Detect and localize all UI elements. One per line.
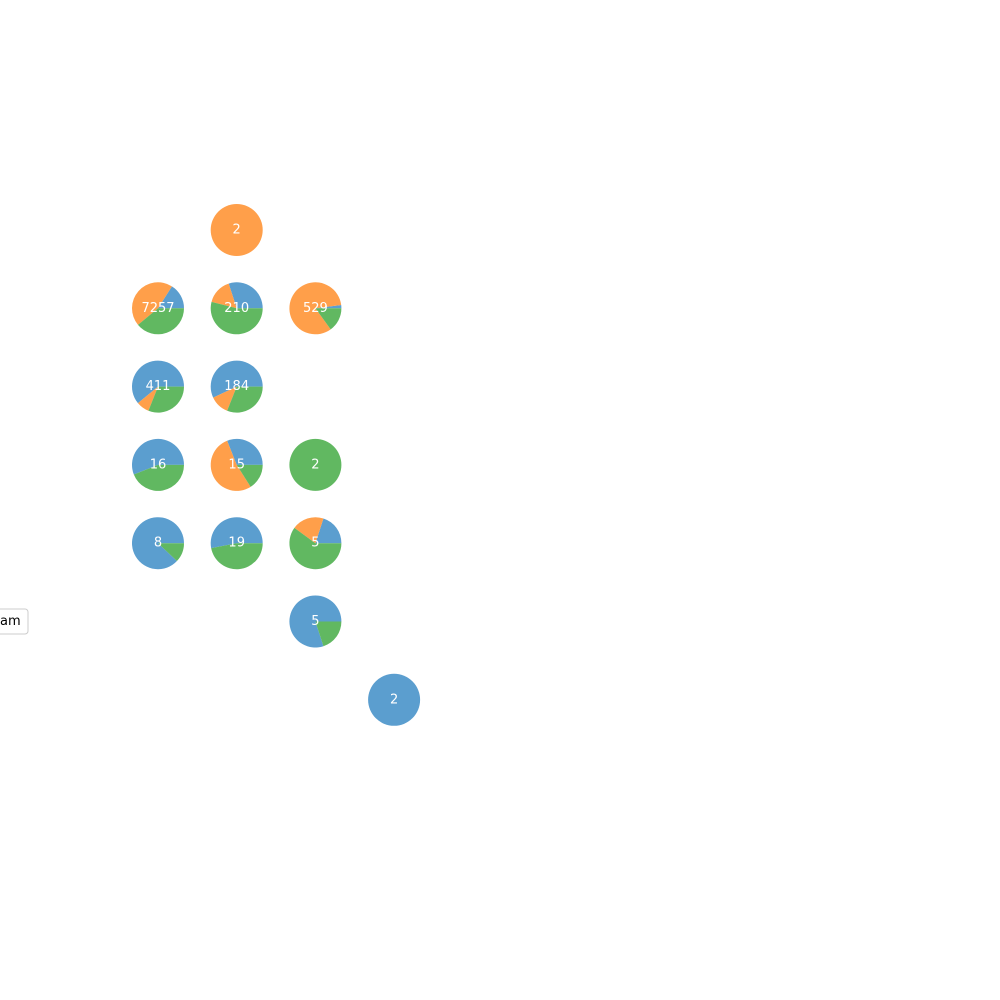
pie-slice	[132, 282, 172, 325]
pie-slice	[227, 438, 263, 465]
pie-slice	[133, 464, 184, 491]
pie-count-label: 8	[154, 536, 162, 551]
pie-slice	[294, 517, 324, 544]
pie-count-label: 184	[224, 379, 249, 394]
pie-slice	[210, 440, 251, 491]
pie-cell: 210	[210, 282, 263, 335]
pie-slice	[315, 308, 342, 330]
pie-slice	[228, 282, 263, 309]
pie-slice	[315, 305, 342, 309]
pie-slice	[236, 464, 263, 487]
pie-cell: 5	[289, 517, 342, 570]
pie-cell: 2	[210, 204, 263, 256]
pie-slice	[211, 283, 237, 309]
pie-count-label: 2	[390, 692, 398, 707]
pie-cell: 2	[289, 438, 342, 491]
pie-slice	[148, 386, 184, 413]
pie-slice	[213, 386, 237, 411]
pie-slice	[289, 527, 342, 570]
pie-slice	[137, 308, 184, 335]
pie-slice	[289, 595, 342, 648]
pie-slice	[210, 301, 263, 335]
pie-slice	[211, 543, 263, 570]
pie-slice	[289, 282, 342, 335]
pie-slice	[210, 360, 263, 398]
pie-slice	[137, 386, 158, 411]
pie-count-label: 529	[303, 301, 328, 316]
pie-count-label: 210	[224, 301, 249, 316]
pie-cell: 16	[132, 438, 184, 491]
pie-count-label: 5	[311, 536, 319, 551]
legend-box	[0, 608, 29, 635]
pie-slice	[210, 204, 263, 256]
pie-cell: 15	[210, 438, 263, 491]
pie-slice	[210, 517, 263, 549]
pie-count-label: 5	[311, 614, 319, 629]
pie-grid: 2 7257 210 529 411 184 16 15 2 8 19 5 5 2	[131, 204, 421, 726]
pie-slice	[158, 286, 185, 309]
pie-count-label: 19	[228, 536, 245, 551]
pie-cell: 8	[132, 517, 184, 570]
pie-cell: 529	[289, 282, 342, 335]
pie-count-label: 2	[311, 457, 319, 472]
pie-count-label: 7257	[141, 301, 174, 316]
legend: am	[0, 608, 29, 635]
pie-count-label: 15	[228, 457, 245, 472]
pie-slice	[289, 438, 342, 491]
pie-cell: 411	[131, 360, 184, 413]
pie-cell: 2	[368, 673, 421, 726]
pie-slice	[315, 518, 342, 544]
pie-cell: 184	[210, 360, 263, 413]
pie-slice	[158, 543, 184, 561]
pie-count-label: 2	[233, 223, 241, 238]
pie-count-label: 16	[150, 457, 167, 472]
legend-text: am	[0, 614, 21, 629]
pie-slice	[315, 621, 342, 647]
pie-count-label: 411	[146, 379, 171, 394]
pie-cell: 5	[289, 595, 342, 648]
pie-slice	[132, 438, 184, 475]
pie-cell: 19	[210, 517, 263, 570]
pie-slice	[227, 386, 263, 413]
pie-slice	[131, 360, 184, 404]
pie-slice	[368, 673, 421, 726]
pie-cell: 7257	[132, 282, 185, 335]
